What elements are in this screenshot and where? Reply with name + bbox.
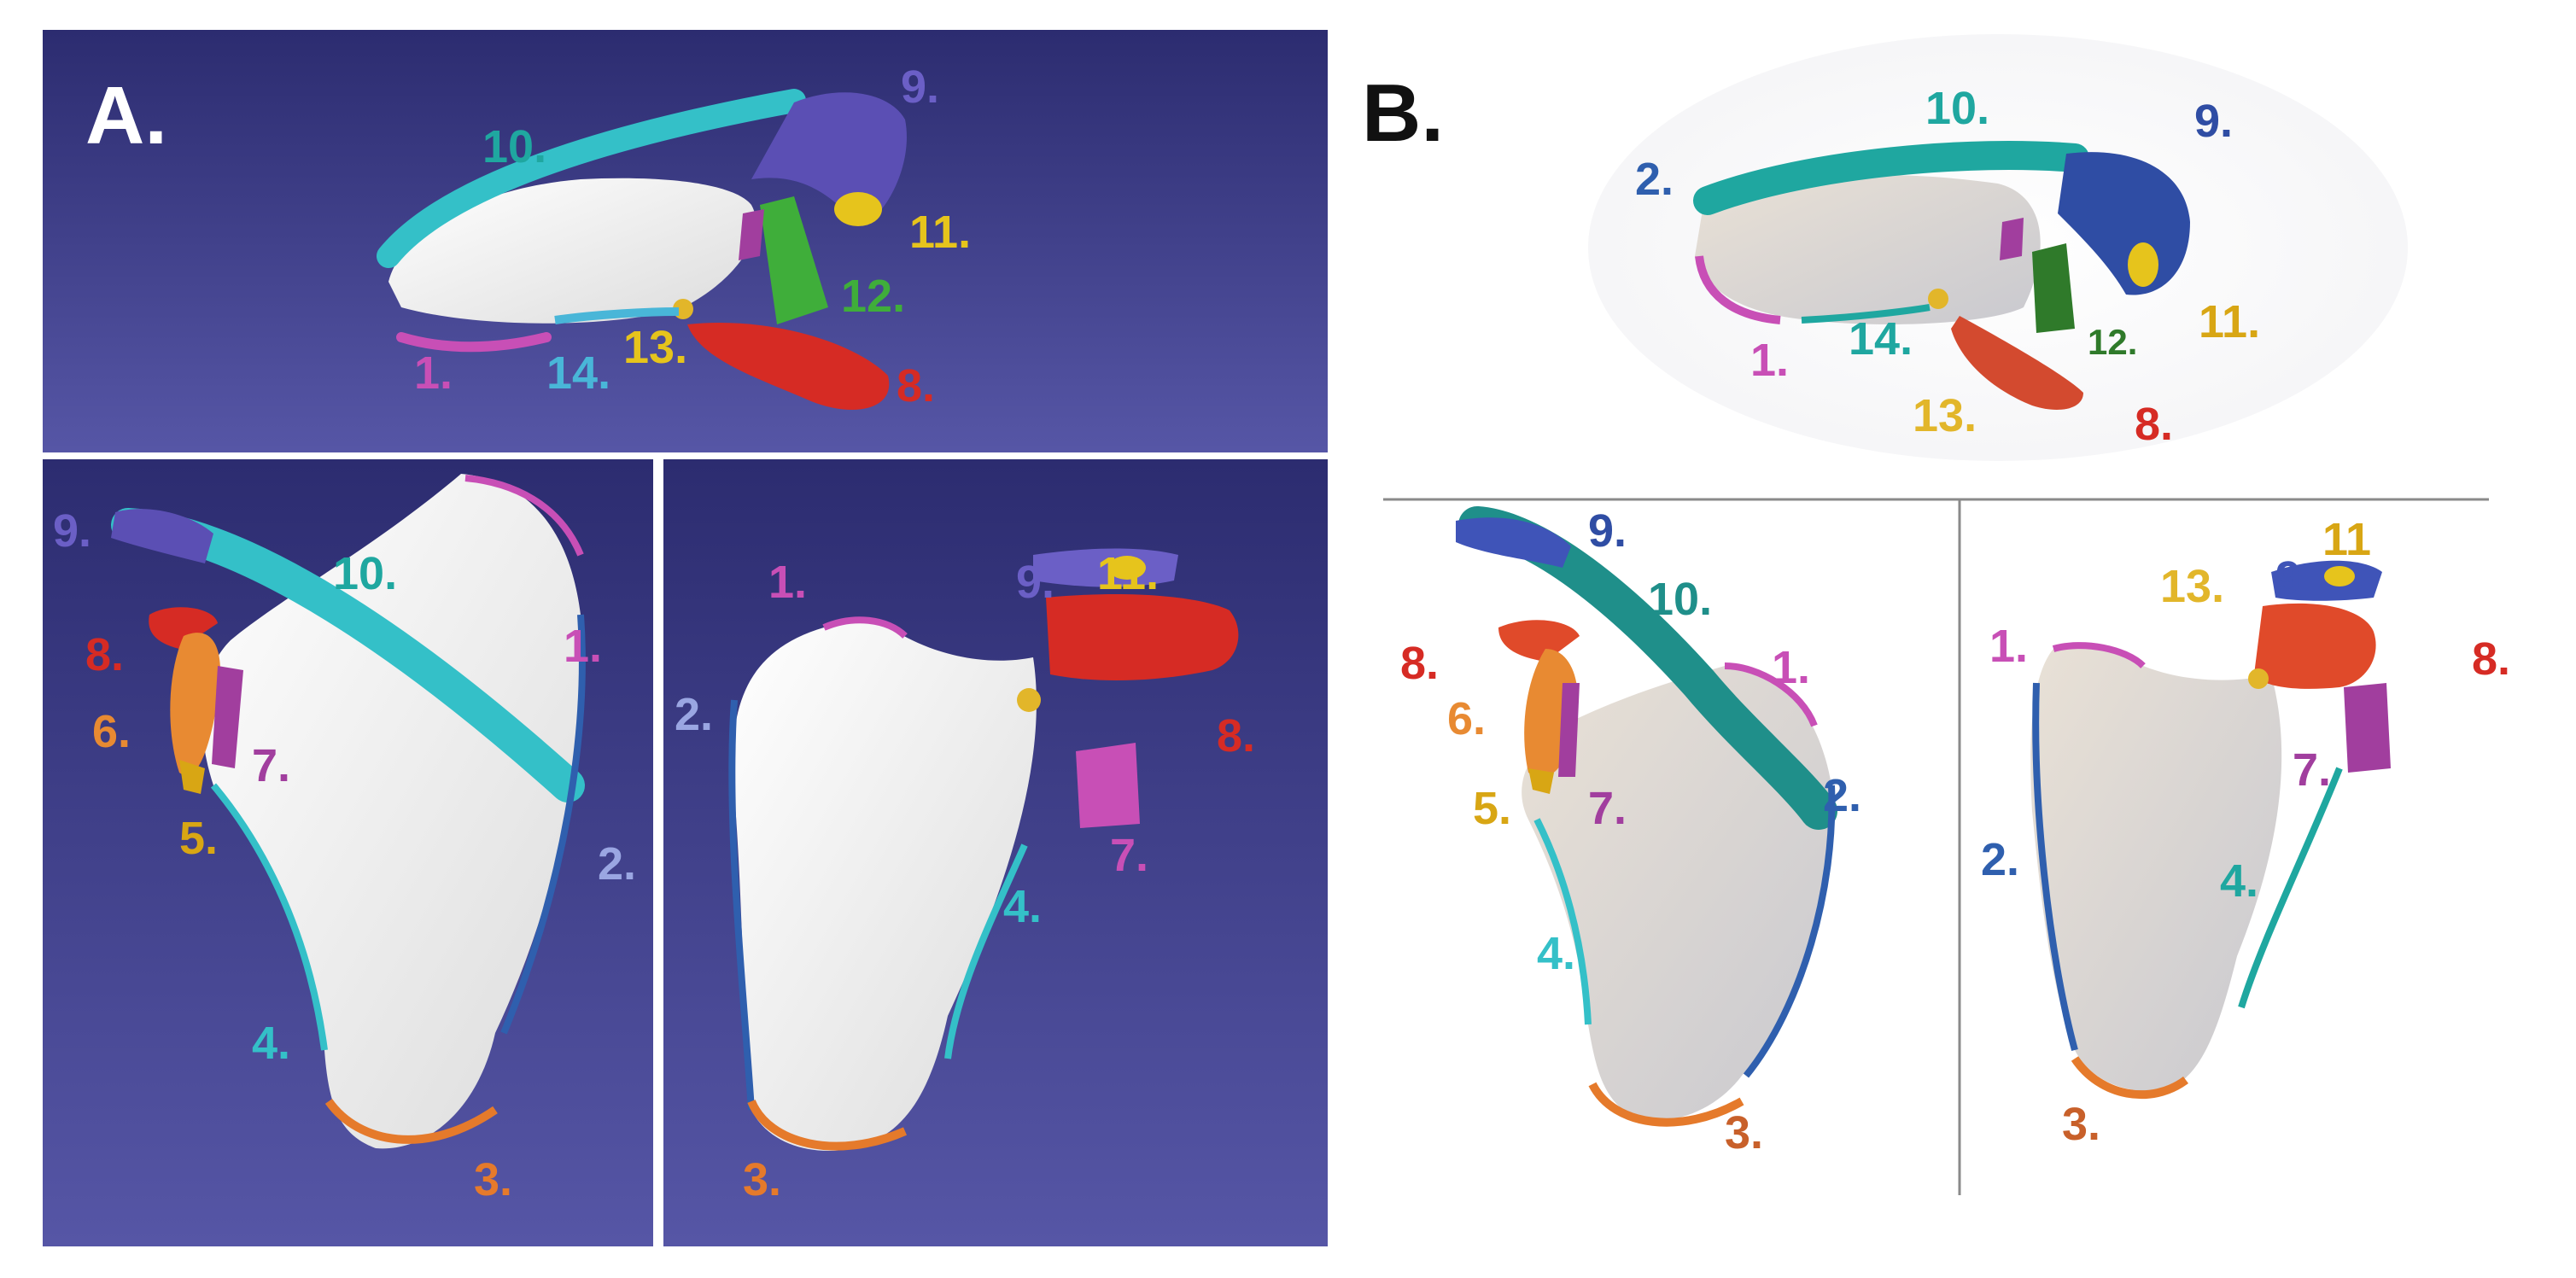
- b-top-label-10: 10.: [1925, 83, 1989, 134]
- b-left-label-3: 3.: [1725, 1107, 1763, 1158]
- a-top-label-12: 12.: [841, 271, 905, 322]
- b-left-label-6: 6.: [1447, 693, 1486, 744]
- panel-b: B. 10. 9. 2. 11. 14. 12. 1. 13. 8.: [1362, 34, 2510, 1195]
- b-right-label-13: 13.: [2160, 561, 2224, 612]
- panel-a-letter: A.: [85, 70, 167, 161]
- b-top-label-9: 9.: [2194, 96, 2233, 147]
- a-anterior-labels: 9. 10. 1. 8. 6. 7. 5. 2. 4. 3.: [53, 505, 636, 1205]
- a-left-label-2: 2.: [598, 838, 636, 890]
- a-top-label-11: 11.: [909, 207, 971, 258]
- b-anterior-labels: 9. 10. 8. 1. 6. 5. 7. 2. 4. 3.: [1400, 505, 1861, 1158]
- b-left-label-5: 5.: [1473, 783, 1511, 834]
- panel-a: A. 10. 9. 11. 12. 13. 1. 14. 8.: [43, 30, 1328, 1246]
- b-right-label-7: 7.: [2293, 744, 2331, 796]
- a-left-label-6: 6.: [92, 706, 131, 757]
- b-top-labels: 10. 9. 2. 11. 14. 12. 1. 13. 8.: [1635, 83, 2260, 450]
- a-top-label-1: 1.: [414, 347, 453, 399]
- b-left-label-7: 7.: [1588, 783, 1627, 834]
- b-right-label-3: 3.: [2062, 1099, 2100, 1150]
- a-right-label-8: 8.: [1217, 710, 1255, 762]
- panel-b-letter: B.: [1362, 67, 1444, 159]
- b-top-label-11: 11.: [2199, 296, 2260, 347]
- a-right-label-4: 4.: [1003, 881, 1042, 932]
- b-posterior-labels: 11 9. 13. 1. 8. 7. 2. 4. 3.: [1981, 514, 2510, 1150]
- b-right-label-11: 11: [2322, 514, 2371, 565]
- a-left-label-8: 8.: [85, 629, 124, 680]
- a-left-label-5: 5.: [179, 813, 218, 864]
- a-right-label-2: 2.: [675, 689, 713, 740]
- b-left-label-2: 2.: [1823, 770, 1861, 821]
- b-left-label-8: 8.: [1400, 638, 1439, 689]
- a-top-scapula: [377, 89, 907, 410]
- a-left-label-9: 9.: [53, 505, 91, 557]
- a-right-label-9: 9.: [1016, 557, 1054, 608]
- b-top-label-8: 8.: [2135, 399, 2173, 450]
- b-right-label-1: 1.: [1989, 621, 2028, 672]
- b-top-label-14: 14.: [1849, 313, 1913, 365]
- b-posterior-scapula: [2030, 560, 2391, 1100]
- b-right-label-2: 2.: [1981, 834, 2019, 885]
- a-right-label-11: 11.: [1097, 548, 1159, 599]
- b-right-label-9: 9.: [2275, 552, 2314, 604]
- a-top-label-9: 9.: [901, 61, 939, 113]
- a-left-label-3: 3.: [474, 1154, 512, 1205]
- b-top-label-2: 2.: [1635, 154, 1674, 205]
- a-left-label-10: 10.: [333, 548, 397, 599]
- b-top-label-1: 1.: [1750, 335, 1789, 386]
- a-top-label-13: 13.: [623, 322, 687, 373]
- a-top-labels: 10. 9. 11. 12. 13. 1. 14. 8.: [414, 61, 971, 411]
- b-anterior-scapula: [1456, 506, 1837, 1127]
- a-anterior-scapula: [111, 474, 586, 1149]
- b-left-label-4: 4.: [1537, 928, 1575, 979]
- a-right-label-3: 3.: [743, 1154, 781, 1205]
- a-posterior-labels: 1. 9. 11. 2. 8. 7. 4. 3.: [675, 548, 1255, 1205]
- a-left-label-7: 7.: [252, 740, 290, 791]
- b-left-label-9: 9.: [1588, 505, 1627, 557]
- a-top-label-14: 14.: [546, 347, 610, 399]
- a-right-label-7: 7.: [1110, 830, 1148, 881]
- b-right-label-8: 8.: [2472, 633, 2510, 685]
- a-left-label-4: 4.: [252, 1018, 290, 1069]
- a-top-label-8: 8.: [897, 360, 935, 411]
- b-left-label-1: 1.: [1772, 642, 1810, 693]
- b-top-label-13: 13.: [1913, 390, 1977, 441]
- a-right-label-1: 1.: [768, 557, 807, 608]
- a-left-label-1: 1.: [564, 621, 602, 672]
- a-posterior-scapula: [728, 548, 1239, 1151]
- b-right-label-4: 4.: [2220, 855, 2258, 907]
- b-left-label-10: 10.: [1648, 574, 1712, 625]
- b-top-label-12: 12.: [2088, 322, 2137, 362]
- b-top-scapula: [1693, 141, 2190, 410]
- a-top-label-10: 10.: [482, 121, 546, 172]
